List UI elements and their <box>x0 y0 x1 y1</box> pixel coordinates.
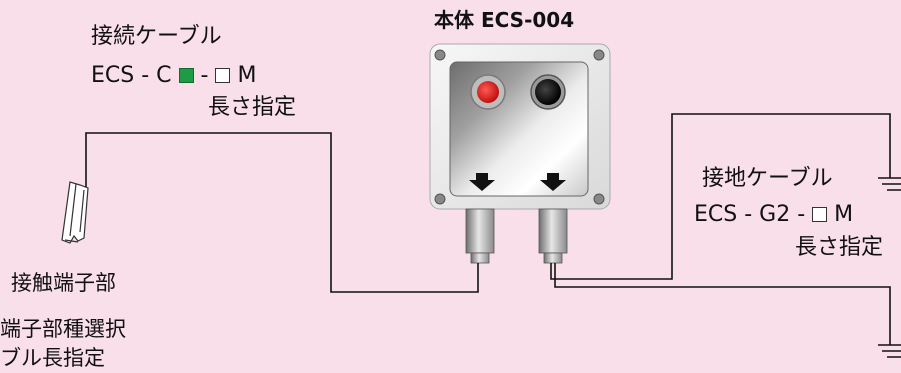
cables <box>85 113 891 345</box>
screw-icon <box>593 49 605 61</box>
screw-icon <box>434 49 446 61</box>
clip-icon <box>61 181 89 244</box>
ground-symbol-icon <box>878 177 901 191</box>
connection-cable-code-prefix: ECS - C <box>91 63 172 88</box>
connection-cable-code: ECS - C - M <box>91 65 256 87</box>
ground-symbol-icon <box>878 344 901 358</box>
screw-icon <box>434 193 446 205</box>
ground-cable-code-unit: M <box>834 202 854 227</box>
contact-terminal-line1: 端子部種選択 <box>0 317 126 341</box>
ground-cable-code: ECS - G2 - M <box>694 204 853 226</box>
connection-cable-title: 接続ケーブル <box>91 24 222 49</box>
ground-cable-length-note: 長さ指定 <box>795 235 884 260</box>
right-connector <box>538 208 568 264</box>
connection-cable-length-note: 長さ指定 <box>208 95 297 120</box>
contact-terminal-title: 接触端子部 <box>11 271 116 295</box>
red-lamp-icon <box>470 74 506 110</box>
body-title: 本体 ECS-004 <box>434 8 575 32</box>
ground-cable-title: 接地ケーブル <box>702 166 833 191</box>
connection-cable <box>85 132 479 293</box>
color-select-square <box>178 68 194 83</box>
length-input-square <box>215 68 231 83</box>
screw-icon <box>593 193 605 205</box>
connection-cable-code-sep: - <box>200 63 209 88</box>
ecs-004-unit <box>429 43 611 264</box>
arrow-down-icon <box>540 173 566 191</box>
length-input-square <box>812 207 828 222</box>
contact-terminal-line2: ブル長指定 <box>0 346 105 370</box>
left-connector <box>465 208 495 264</box>
ground-cable-lower <box>554 263 891 345</box>
black-lamp-icon <box>530 74 566 110</box>
arrow-down-icon <box>469 173 495 191</box>
ground-cable-code-prefix: ECS - G2 - <box>694 202 806 227</box>
ground-cable-upper <box>550 113 891 280</box>
connection-cable-code-unit: M <box>237 63 257 88</box>
